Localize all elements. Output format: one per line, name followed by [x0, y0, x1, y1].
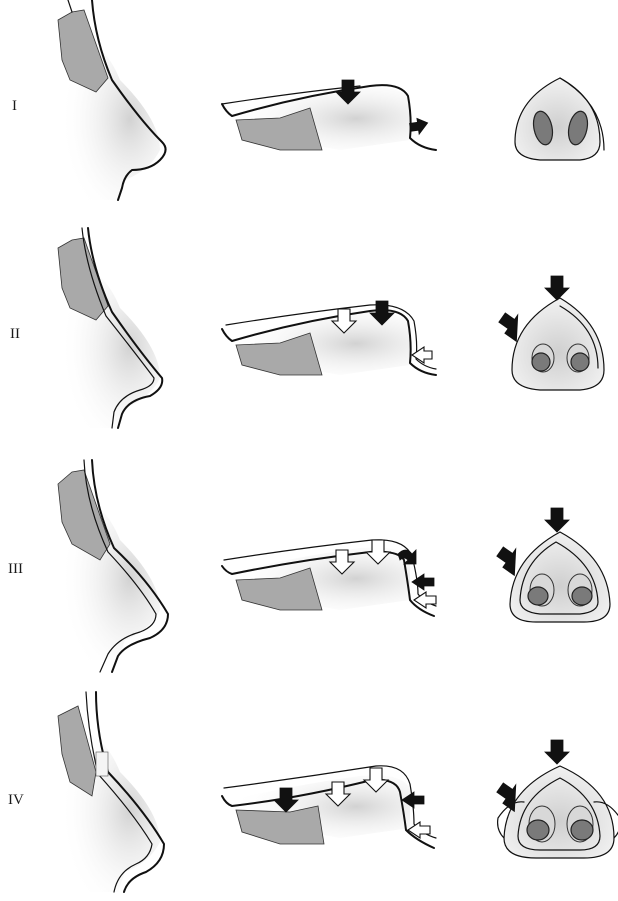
black-arrow	[409, 117, 429, 135]
row-grade-1	[58, 0, 604, 200]
basal-view-grade-3	[495, 508, 610, 622]
basal-view-grade-4	[495, 740, 618, 858]
basal-view-grade-2	[497, 276, 604, 390]
row-grade-4	[58, 692, 618, 892]
grade-label-2: II	[10, 326, 20, 342]
profile-view-grade-3	[58, 460, 168, 672]
lateral-view-grade-4	[222, 766, 436, 848]
basal-view-grade-1	[515, 78, 604, 160]
black-arrow	[495, 545, 520, 578]
lateral-view-grade-2	[222, 301, 436, 375]
black-arrow	[545, 508, 569, 532]
black-arrow	[545, 740, 569, 764]
white-arrow	[414, 592, 436, 608]
profile-view-grade-2	[58, 228, 162, 428]
grade-label-1: I	[12, 98, 17, 114]
black-arrow	[412, 574, 434, 590]
lateral-view-grade-1	[222, 80, 436, 150]
row-grade-2	[58, 228, 604, 428]
white-arrow	[412, 347, 432, 363]
row-grade-3	[58, 460, 610, 672]
grade-label-4: IV	[8, 792, 24, 808]
black-arrow	[545, 276, 569, 300]
grade-label-3: III	[8, 561, 23, 577]
lateral-view-grade-3	[222, 540, 436, 616]
profile-view-grade-4	[58, 692, 164, 892]
profile-view-grade-1	[58, 0, 166, 200]
